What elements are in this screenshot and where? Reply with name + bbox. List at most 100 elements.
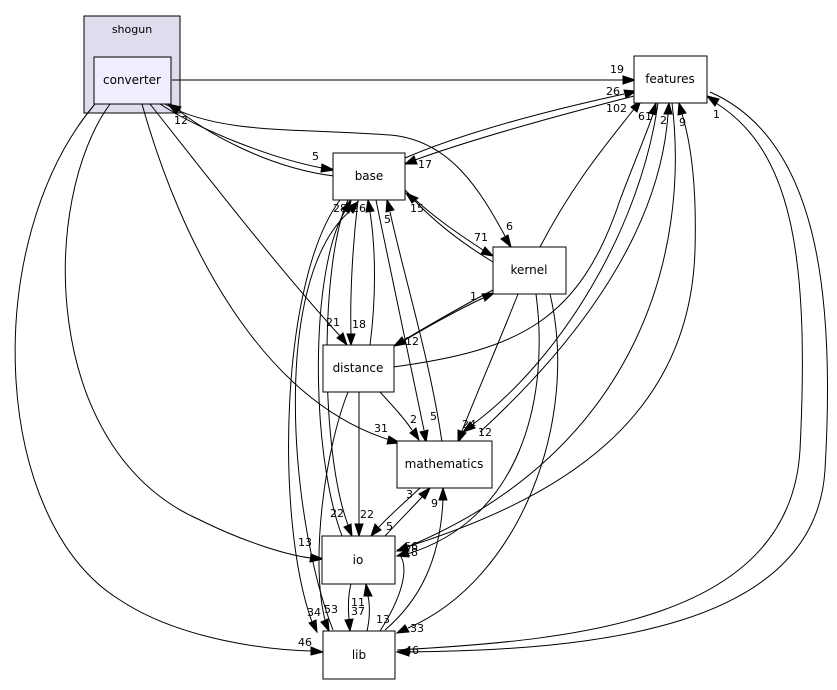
edge-label-io-lib: 37 <box>351 605 365 618</box>
edge-converter-distance[interactable] <box>149 103 341 337</box>
node-kernel-box <box>492 246 567 295</box>
edge-distance-mathematics[interactable] <box>379 391 413 431</box>
arrowhead <box>308 619 318 634</box>
arrowhead <box>419 429 429 444</box>
edge-features-mathematics[interactable] <box>471 102 659 426</box>
edges: 19 5 12 6 21 31 13 46 17 <box>14 63 829 657</box>
arrowhead <box>480 246 495 257</box>
edge-mathematics-features[interactable] <box>479 113 669 433</box>
edge-io-base[interactable] <box>317 210 346 537</box>
arrowhead <box>309 553 325 563</box>
arrowhead <box>395 624 410 634</box>
node-features[interactable]: features <box>633 55 708 104</box>
edge-distance-features[interactable] <box>392 113 654 368</box>
arrowhead <box>385 198 395 213</box>
edge-base-features[interactable] <box>404 93 625 159</box>
arrowhead <box>336 332 348 347</box>
arrowhead <box>363 582 373 597</box>
edge-mathematics-io[interactable] <box>378 487 421 528</box>
arrowhead <box>320 163 336 173</box>
arrowhead <box>343 523 353 538</box>
arrowhead <box>346 333 356 347</box>
arrowhead <box>677 101 687 116</box>
node-io[interactable]: io <box>321 535 396 585</box>
edge-label-base-kernel: 71 <box>474 231 488 244</box>
edge-io-lib[interactable] <box>347 583 352 620</box>
arrowhead <box>365 198 375 213</box>
edge-label-base-mathematics: 5 <box>430 410 437 423</box>
node-converter-label: converter <box>103 73 161 87</box>
edge-mathematics-base[interactable] <box>389 211 443 443</box>
edge-label-converter-features: 19 <box>610 63 624 76</box>
edge-lib-io[interactable] <box>366 595 370 632</box>
edge-label-features-base: 17 <box>418 158 432 171</box>
edge-label-io-mathematics: 5 <box>386 520 393 533</box>
edge-base-distance[interactable] <box>350 199 359 335</box>
edge-distance-lib[interactable] <box>318 391 349 621</box>
node-converter[interactable]: converter <box>93 56 172 105</box>
edge-label-kernel-base: 15 <box>410 202 424 215</box>
edge-label-features-mathematics: 12 <box>478 426 492 439</box>
arrowhead <box>310 646 325 656</box>
edge-label-converter-lib: 46 <box>298 636 312 649</box>
edge-base-converter[interactable] <box>177 109 335 177</box>
node-lib[interactable]: lib <box>322 630 396 680</box>
edge-converter-io[interactable] <box>64 103 312 559</box>
edge-label-kernel-io: 66 <box>404 540 418 553</box>
edge-label-converter-mathematics: 31 <box>374 422 388 435</box>
cluster-shogun-label: shogun <box>112 23 152 36</box>
edge-converter-lib[interactable] <box>14 103 312 652</box>
edge-kernel-distance[interactable] <box>403 289 494 341</box>
arrowhead <box>481 292 496 302</box>
edge-label-kernel-features: 102 <box>606 102 627 115</box>
node-mathematics-label: mathematics <box>405 457 484 471</box>
edge-label-features-lib: 46 <box>405 644 419 657</box>
edge-lib-base[interactable] <box>294 210 351 631</box>
edge-label-lib-features: 1 <box>713 108 720 121</box>
edge-features-io[interactable] <box>406 102 676 548</box>
edge-converter-kernel[interactable] <box>164 103 506 237</box>
arrowhead <box>663 101 673 115</box>
edge-base-mathematics[interactable] <box>375 199 425 431</box>
arrowhead <box>403 155 418 165</box>
edge-kernel-io[interactable] <box>406 293 540 555</box>
edge-label-base-io: 22 <box>330 507 344 520</box>
node-distance[interactable]: distance <box>322 344 395 393</box>
edge-label-mathematics-base: 5 <box>384 213 391 226</box>
edge-lib-mathematics[interactable] <box>384 499 444 631</box>
arrowhead <box>457 429 467 444</box>
arrowhead <box>404 191 419 204</box>
edge-label-mathematics-io: 3 <box>406 488 413 501</box>
edge-distance-kernel[interactable] <box>394 297 484 347</box>
edge-label-distance-io: 22 <box>360 508 374 521</box>
node-base-box <box>332 152 406 201</box>
edge-label-base-distance: 18 <box>352 318 366 331</box>
edge-label-base-converter: 12 <box>174 114 188 127</box>
edge-io-features[interactable] <box>396 113 696 551</box>
edge-kernel-features[interactable] <box>539 108 635 248</box>
edge-label-lib-io-b: 13 <box>376 613 390 626</box>
edge-kernel-mathematics[interactable] <box>461 293 519 432</box>
edge-features-base[interactable] <box>414 95 635 161</box>
arrowhead <box>320 618 330 633</box>
edge-label-base-features: 26 <box>606 85 620 98</box>
edge-kernel-lib[interactable] <box>407 293 559 629</box>
arrowhead <box>344 618 354 633</box>
node-kernel[interactable]: kernel <box>492 246 567 295</box>
node-base[interactable]: base <box>332 152 406 201</box>
arrowhead <box>622 75 637 85</box>
node-mathematics[interactable]: mathematics <box>396 440 493 489</box>
edge-lib-features[interactable] <box>396 102 803 651</box>
edge-label-distance-mathematics: 2 <box>410 413 417 426</box>
edge-base-lib[interactable] <box>288 199 341 623</box>
edge-label-io-base: 28 <box>333 202 347 215</box>
edge-label-mathematics-features: 2 <box>660 114 667 127</box>
node-lib-label: lib <box>352 648 366 662</box>
edge-lib-io-b[interactable] <box>379 554 405 632</box>
edge-distance-base[interactable] <box>369 211 375 346</box>
edge-features-lib[interactable] <box>407 91 829 653</box>
edge-kernel-base[interactable] <box>414 200 494 263</box>
edge-io-mathematics[interactable] <box>384 496 423 537</box>
arrowhead <box>648 101 657 116</box>
